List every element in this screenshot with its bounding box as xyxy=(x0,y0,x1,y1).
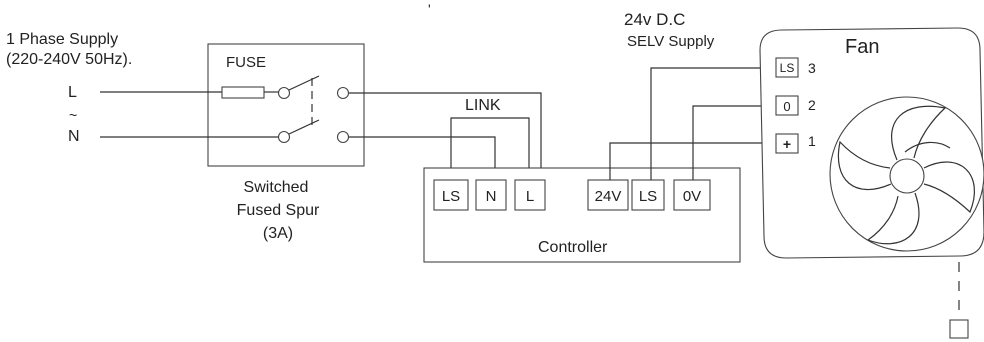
spur-caption-line2: Fused Spur xyxy=(237,202,320,219)
positive-supply-wire xyxy=(609,142,776,180)
controller-terminal-l xyxy=(514,179,546,211)
fan-title: Fan xyxy=(845,36,879,58)
stray-mark: ' xyxy=(428,1,431,17)
fuse-label: FUSE xyxy=(226,54,266,71)
fan-blade xyxy=(837,140,892,191)
fan-terminal-ls-label: LS xyxy=(780,61,795,75)
neutral-switch-blade xyxy=(288,119,320,135)
controller-terminal-24v xyxy=(587,179,629,211)
pull-cord-handle[interactable] xyxy=(949,319,969,339)
controller-terminal-0v-label: 0V xyxy=(683,188,701,205)
fuse-symbol xyxy=(221,86,265,99)
fan-terminal-plus-label: + xyxy=(783,136,791,152)
neutral-switch-contact-out xyxy=(336,130,350,144)
fan-terminal-zero-label: 0 xyxy=(783,99,790,114)
live-label: L xyxy=(68,84,77,101)
fan-terminal-ls xyxy=(775,57,799,78)
zero-volt-wire xyxy=(692,105,776,180)
fused-spur-box xyxy=(207,43,365,167)
controller-terminal-ls-mains xyxy=(433,179,469,211)
spur-caption-line1: Switched xyxy=(244,179,309,196)
supply-rating: (220-240V 50Hz). xyxy=(6,51,132,68)
link-label: LINK xyxy=(465,97,501,114)
controller-terminal-24v-label: 24V xyxy=(595,188,622,205)
fan-blade xyxy=(923,161,975,214)
tilde-label: ~ xyxy=(69,107,77,123)
supply-title: 1 Phase Supply xyxy=(6,31,118,48)
neutral-label: N xyxy=(68,128,80,145)
controller-terminal-ls-mains-label: LS xyxy=(442,188,460,205)
fan-terminal-3-number: 3 xyxy=(808,60,816,76)
fan-terminal-plus xyxy=(775,133,799,154)
live-to-controller-wire xyxy=(349,92,542,183)
live-switch-contact-out xyxy=(336,86,350,100)
live-switch-contact-in xyxy=(277,86,291,100)
controller-title: Controller xyxy=(538,239,608,256)
controller-terminal-ls-lv-label: LS xyxy=(639,188,657,205)
fan-impeller-icon xyxy=(829,96,984,252)
live-switch-blade xyxy=(288,75,320,91)
controller-terminal-0v xyxy=(673,179,711,211)
controller-terminal-l-label: L xyxy=(526,188,534,205)
fan-terminal-2-number: 2 xyxy=(808,97,816,113)
fan-terminal-1-number: 1 xyxy=(808,133,816,149)
fan-blade xyxy=(904,141,951,153)
controller-terminal-n-label: N xyxy=(486,188,497,205)
ls-signal-wire xyxy=(650,67,776,180)
fan-blade xyxy=(866,192,920,245)
fan-blade xyxy=(891,105,947,161)
link-wire xyxy=(450,117,530,183)
dc-supply-voltage: 24v D.C xyxy=(624,10,685,29)
dc-supply-type: SELV Supply xyxy=(627,33,715,50)
controller-terminal-n xyxy=(475,179,507,211)
spur-caption-line3: (3A) xyxy=(263,225,293,242)
controller-terminal-ls-lv xyxy=(631,179,665,211)
neutral-switch-contact-in xyxy=(277,130,291,144)
fan-hub xyxy=(889,158,925,194)
fan-terminal-zero xyxy=(775,95,799,116)
